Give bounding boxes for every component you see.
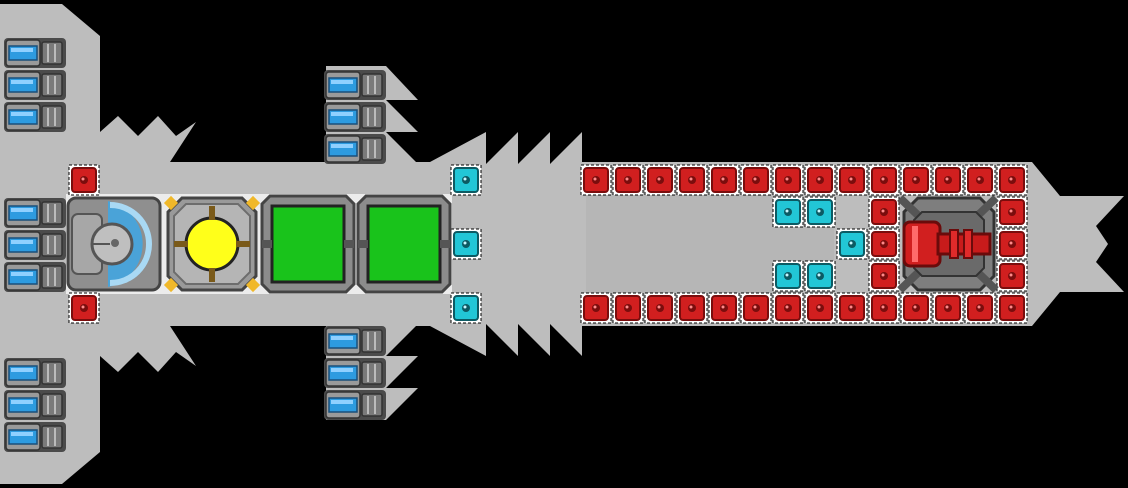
shield-block[interactable] [804,196,836,228]
thruster-icon[interactable] [4,38,66,68]
armor-block[interactable] [612,164,644,196]
shield-block[interactable] [772,196,804,228]
thruster-icon[interactable] [4,70,66,100]
armor-block[interactable] [836,292,868,324]
armor-block[interactable] [708,164,740,196]
shield-block[interactable] [450,164,482,196]
armor-block[interactable] [996,228,1028,260]
armor-block[interactable] [772,292,804,324]
armor-block[interactable] [932,292,964,324]
thruster-icon[interactable] [324,358,386,388]
armor-block[interactable] [68,292,100,324]
armor-block[interactable] [644,164,676,196]
armor-block[interactable] [868,228,900,260]
armor-block[interactable] [868,260,900,292]
armor-block-group [68,164,1028,324]
armor-block[interactable] [836,164,868,196]
armor-block[interactable] [932,164,964,196]
thruster-icon[interactable] [324,326,386,356]
reactor-module[interactable] [163,195,261,293]
armor-block[interactable] [996,260,1028,292]
cargo-container-icon [366,204,442,284]
armor-block[interactable] [804,292,836,324]
armor-block[interactable] [868,196,900,228]
turret-module[interactable] [897,195,999,293]
armor-block[interactable] [708,292,740,324]
armor-block[interactable] [996,164,1028,196]
shield-block[interactable] [836,228,868,260]
shield-block[interactable] [450,292,482,324]
armor-block[interactable] [996,196,1028,228]
armor-block[interactable] [964,292,996,324]
thruster-icon[interactable] [324,70,386,100]
armor-block[interactable] [868,292,900,324]
armor-block[interactable] [68,164,100,196]
armor-block[interactable] [580,292,612,324]
cannon-turret-icon [902,220,942,268]
armor-block[interactable] [676,164,708,196]
reactor-core-icon [184,216,240,272]
cockpit-module[interactable] [66,196,162,292]
thruster-icon[interactable] [324,390,386,420]
armor-block[interactable] [740,164,772,196]
armor-block[interactable] [804,164,836,196]
armor-block[interactable] [996,292,1028,324]
shield-block[interactable] [450,228,482,260]
thruster-icon[interactable] [4,390,66,420]
armor-block[interactable] [580,164,612,196]
armor-block[interactable] [676,292,708,324]
thruster-icon[interactable] [4,422,66,452]
thruster-icon[interactable] [324,134,386,164]
armor-block[interactable] [900,292,932,324]
armor-block[interactable] [644,292,676,324]
thruster-icon[interactable] [4,198,66,228]
cargo-container-icon [270,204,346,284]
armor-block[interactable] [900,164,932,196]
armor-block[interactable] [964,164,996,196]
armor-block[interactable] [868,164,900,196]
thruster-icon[interactable] [4,230,66,260]
shield-block-group [450,164,868,324]
shield-block[interactable] [772,260,804,292]
thruster-icon[interactable] [4,358,66,388]
cargo-bay-1[interactable] [260,194,356,294]
shield-block[interactable] [804,260,836,292]
thruster-icon[interactable] [4,102,66,132]
thruster-group [4,38,386,452]
cargo-bay-2[interactable] [356,194,452,294]
armor-block[interactable] [772,164,804,196]
armor-block[interactable] [740,292,772,324]
thruster-icon[interactable] [324,102,386,132]
armor-block[interactable] [612,292,644,324]
thruster-icon[interactable] [4,262,66,292]
